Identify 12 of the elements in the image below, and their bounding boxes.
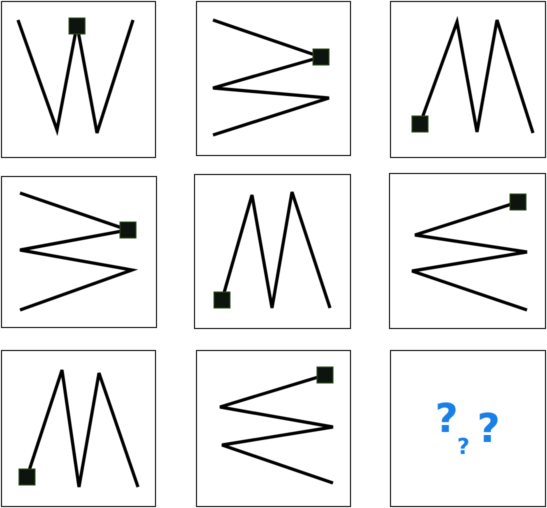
panel-box <box>1 350 156 507</box>
question-mark: ? <box>457 437 470 459</box>
question-mark: ? <box>477 409 500 449</box>
panel-box <box>196 350 351 507</box>
question-mark: ? <box>435 399 458 439</box>
panel-box <box>389 173 546 329</box>
panel-box <box>390 350 546 507</box>
panel-box <box>1 176 157 328</box>
panel-box <box>196 1 351 156</box>
panel-box <box>390 1 546 158</box>
panel-box <box>1 1 156 158</box>
panel-box <box>194 174 351 329</box>
